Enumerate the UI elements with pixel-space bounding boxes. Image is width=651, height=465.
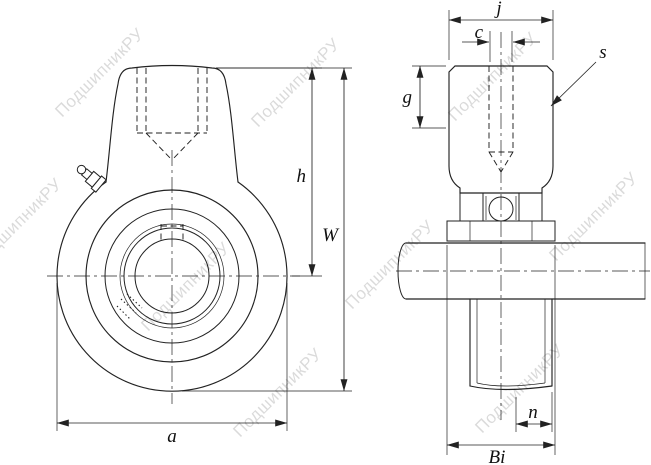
threaded-hole-hidden-lines [136, 68, 208, 161]
dim-label-g: g [403, 87, 413, 108]
dimension-s: s [550, 42, 607, 107]
dim-label-c: c [475, 22, 484, 43]
housing-lower-half [469, 298, 553, 391]
side-view [396, 32, 650, 420]
watermark: ПодшипникРУ [545, 169, 641, 265]
dimension-Bi: Bi [446, 245, 556, 465]
watermark: ПодшипникРУ [247, 35, 343, 131]
hanger-arm-outline [105, 64, 239, 183]
dim-label-Bi: Bi [489, 447, 506, 465]
front-view [47, 64, 300, 404]
watermark: ПодшипникРУ [341, 217, 437, 313]
dim-label-h: h [297, 166, 307, 187]
shaft [397, 242, 646, 300]
dimension-g: g [403, 65, 446, 129]
dimension-W: W [182, 67, 352, 392]
dimension-a: a [56, 283, 288, 447]
dimension-n: n [515, 392, 553, 432]
watermark: ПодшипникРУ [0, 175, 66, 271]
dim-label-a: a [167, 426, 177, 447]
grease-fitting [76, 164, 107, 193]
dim-label-n: n [528, 402, 538, 423]
side-threaded-hole-hidden-lines [488, 66, 514, 173]
dimension-c: c [462, 22, 540, 62]
dim-label-W: W [322, 225, 340, 246]
outer-ring-left-hatch [459, 192, 484, 222]
housing-outer-arc [56, 181, 288, 392]
dim-label-s: s [599, 42, 606, 63]
knurl-dotted-patch [116, 293, 143, 321]
dimension-j: j [448, 0, 554, 60]
dim-label-j: j [493, 0, 501, 19]
outer-ring-right-hatch [518, 192, 543, 222]
watermark: ПодшипникРУ [229, 345, 325, 441]
